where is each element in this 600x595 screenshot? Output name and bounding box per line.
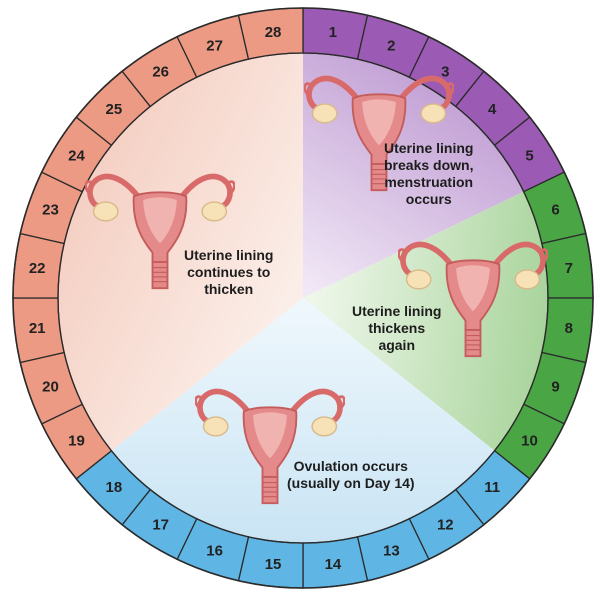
day-number-1: 1: [329, 24, 337, 41]
day-number-10: 10: [521, 432, 538, 449]
day-number-24: 24: [68, 148, 85, 165]
day-number-23: 23: [42, 202, 59, 219]
day-number-20: 20: [42, 378, 59, 395]
ring-outer-edge: [12, 7, 594, 589]
ring-inner-edge: [57, 52, 549, 544]
day-number-14: 14: [325, 556, 342, 573]
wedge-thickens-again: [303, 191, 549, 451]
day-number-15: 15: [265, 556, 282, 573]
day-number-21: 21: [29, 320, 46, 337]
day-number-2: 2: [387, 38, 395, 55]
phase-label-thickens-again: Uterine lining thickens again: [352, 303, 442, 353]
day-number-16: 16: [206, 542, 223, 559]
day-number-27: 27: [206, 38, 223, 55]
day-number-19: 19: [68, 432, 85, 449]
day-number-8: 8: [565, 320, 573, 337]
day-number-3: 3: [441, 64, 449, 81]
day-number-28: 28: [265, 24, 282, 41]
day-number-17: 17: [152, 517, 169, 534]
phase-label-ovulation: Ovulation occurs (usually on Day 14): [287, 458, 415, 491]
day-number-9: 9: [551, 378, 559, 395]
day-number-22: 22: [29, 260, 46, 277]
day-number-11: 11: [484, 479, 500, 496]
wedge-continues: [57, 53, 303, 451]
day-number-4: 4: [488, 101, 497, 118]
day-number-5: 5: [525, 148, 533, 165]
phase-label-menstruation: Uterine lining breaks down, menstruation…: [384, 140, 474, 207]
phase-label-continues: Uterine lining continues to thicken: [184, 247, 274, 297]
day-number-7: 7: [565, 260, 573, 277]
day-number-26: 26: [152, 64, 169, 81]
day-number-12: 12: [437, 517, 454, 534]
wedge-ovulation: [111, 298, 495, 544]
day-number-18: 18: [106, 479, 123, 496]
day-number-25: 25: [106, 101, 123, 118]
day-number-6: 6: [551, 202, 559, 219]
day-number-13: 13: [383, 542, 400, 559]
